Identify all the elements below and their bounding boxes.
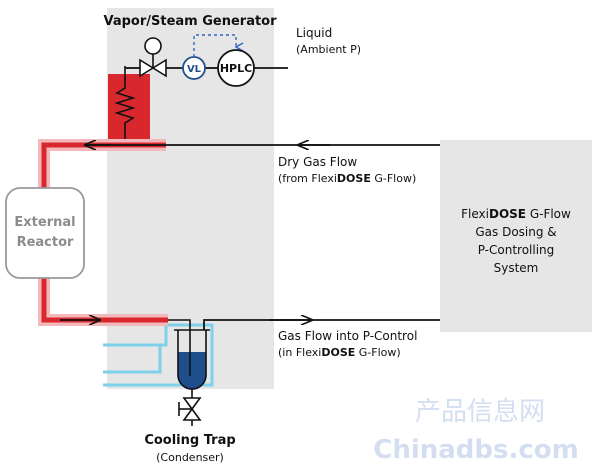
watermark-en: Chinadbs.com — [373, 435, 579, 465]
reactor-label-1: External — [14, 215, 75, 230]
external-reactor — [5, 187, 85, 279]
gas-into-label: Gas Flow into P-Control — [278, 329, 417, 343]
heated-pipe-bottom — [38, 278, 168, 326]
hplc-label: HPLC — [220, 62, 252, 75]
system-label-2: Gas Dosing & — [475, 225, 556, 239]
generator-title: Vapor/Steam Generator — [103, 14, 277, 29]
hplc-pump: HPLC — [217, 49, 255, 87]
cooling-trap-vessel — [168, 319, 210, 398]
cooling-trap-subtitle: (Condenser) — [156, 451, 224, 464]
gas-into-sublabel: (in FlexiDOSE G-Flow) — [278, 346, 401, 359]
liquid-label: Liquid — [296, 26, 332, 40]
liquid-sublabel: (Ambient P) — [296, 43, 361, 56]
control-loop-dashed — [193, 34, 236, 57]
vl-label: VL — [187, 64, 202, 75]
system-label-4: System — [494, 261, 539, 275]
vl-indicator: VL — [182, 56, 206, 80]
dry-gas-label: Dry Gas Flow — [278, 155, 357, 169]
cooling-trap-title: Cooling Trap — [144, 433, 235, 448]
heating-coil — [114, 78, 136, 145]
watermark-cn: 产品信息网 — [415, 397, 545, 427]
reactor-label-2: Reactor — [17, 235, 74, 250]
system-panel — [440, 140, 592, 332]
system-label-3: P-Controlling — [478, 243, 555, 257]
dry-gas-sublabel: (from FlexiDOSE G-Flow) — [278, 172, 416, 185]
gas-into-pcontrol-line — [203, 319, 440, 330]
control-valve-icon — [139, 37, 167, 78]
drain-valve-icon — [178, 397, 202, 426]
system-label-1: FlexiDOSE G-Flow — [461, 207, 571, 221]
